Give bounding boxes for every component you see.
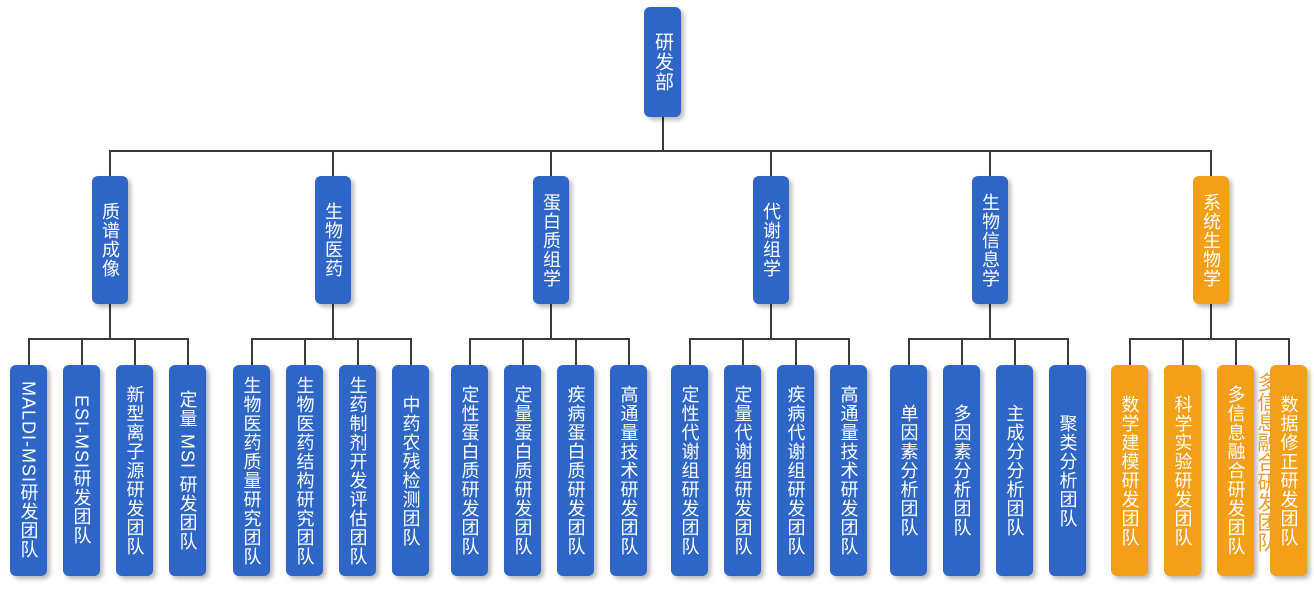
team-node-0-2[interactable]: 新型离子源研发团队 <box>116 365 153 576</box>
connector-line <box>961 338 963 366</box>
connector-line <box>662 116 664 152</box>
connector-line <box>187 338 189 366</box>
team-node-3-2[interactable]: 疾病代谢组研发团队 <box>777 365 814 576</box>
connector-line <box>109 304 111 340</box>
branch-node-4[interactable]: 生物信息学 <box>972 176 1008 304</box>
connector-line <box>550 150 552 177</box>
connector-line <box>304 338 306 366</box>
team-node-5-1[interactable]: 科学实验研发团队 <box>1164 365 1201 576</box>
team-node-2-0[interactable]: 定性蛋白质研发团队 <box>451 365 488 576</box>
team-node-0-0[interactable]: MALDI-MSI研发团队 <box>10 365 47 576</box>
team-node-5-0[interactable]: 数学建模研发团队 <box>1111 365 1148 576</box>
team-node-0-3[interactable]: 定量 MSI 研发团队 <box>169 365 206 576</box>
connector-line <box>1210 150 1212 177</box>
connector-line <box>989 150 991 177</box>
connector-line <box>1182 338 1184 366</box>
connector-line <box>252 338 412 340</box>
connector-line <box>909 338 1069 340</box>
connector-line <box>332 304 334 340</box>
connector-line <box>989 304 991 340</box>
connector-line <box>1129 338 1131 366</box>
team-node-1-3[interactable]: 中药农残检测团队 <box>392 365 429 576</box>
connector-line <box>110 150 1212 152</box>
connector-line <box>1210 304 1212 340</box>
connector-line <box>1067 338 1069 366</box>
connector-line <box>81 338 83 366</box>
connector-line <box>770 304 772 340</box>
team-node-1-2[interactable]: 生药制剂开发评估团队 <box>339 365 376 576</box>
connector-line <box>251 338 253 366</box>
team-node-4-3[interactable]: 聚类分析团队 <box>1049 365 1086 576</box>
team-node-4-1[interactable]: 多因素分析团队 <box>943 365 980 576</box>
connector-line <box>690 338 850 340</box>
team-node-1-1[interactable]: 生物医药结构研究团队 <box>286 365 323 576</box>
connector-line <box>28 338 30 366</box>
branch-node-2[interactable]: 蛋白质组学 <box>533 176 569 304</box>
connector-line <box>332 150 334 177</box>
connector-line <box>908 338 910 366</box>
connector-line <box>134 338 136 366</box>
connector-line <box>357 338 359 366</box>
connector-line <box>1014 338 1016 366</box>
connector-line <box>522 338 524 366</box>
team-node-5-3[interactable]: 数据修正研发团队 <box>1270 365 1307 576</box>
team-node-2-1[interactable]: 定量蛋白质研发团队 <box>504 365 541 576</box>
branch-node-0[interactable]: 质谱成像 <box>92 176 128 304</box>
connector-line <box>550 304 552 340</box>
connector-line <box>470 338 630 340</box>
team-node-2-3[interactable]: 高通量技术研发团队 <box>610 365 647 576</box>
connector-line <box>795 338 797 366</box>
branch-node-5[interactable]: 系统生物学 <box>1193 176 1229 304</box>
team-node-3-1[interactable]: 定量代谢组研发团队 <box>724 365 761 576</box>
connector-line <box>1288 338 1290 366</box>
connector-line <box>770 150 772 177</box>
team-node-3-0[interactable]: 定性代谢组研发团队 <box>671 365 708 576</box>
branch-node-1[interactable]: 生物医药 <box>315 176 351 304</box>
team-node-5-2[interactable]: 多信息融合研发团队 <box>1217 365 1254 576</box>
team-node-3-3[interactable]: 高通量技术研发团队 <box>830 365 867 576</box>
connector-line <box>1130 338 1290 340</box>
connector-line <box>628 338 630 366</box>
team-node-4-0[interactable]: 单因素分析团队 <box>890 365 927 576</box>
team-node-4-2[interactable]: 主成分分析团队 <box>996 365 1033 576</box>
team-node-2-2[interactable]: 疾病蛋白质研发团队 <box>557 365 594 576</box>
connector-line <box>469 338 471 366</box>
connector-line <box>410 338 412 366</box>
connector-line <box>575 338 577 366</box>
connector-line <box>742 338 744 366</box>
root-node[interactable]: 研发部 <box>644 7 681 117</box>
connector-line <box>109 150 111 177</box>
connector-line <box>1235 338 1237 366</box>
team-node-0-1[interactable]: ESI-MSI研发团队 <box>63 365 100 576</box>
connector-line <box>689 338 691 366</box>
connector-line <box>29 338 189 340</box>
team-node-1-0[interactable]: 生物医药质量研究团队 <box>233 365 270 576</box>
branch-node-3[interactable]: 代谢组学 <box>753 176 789 304</box>
connector-line <box>848 338 850 366</box>
